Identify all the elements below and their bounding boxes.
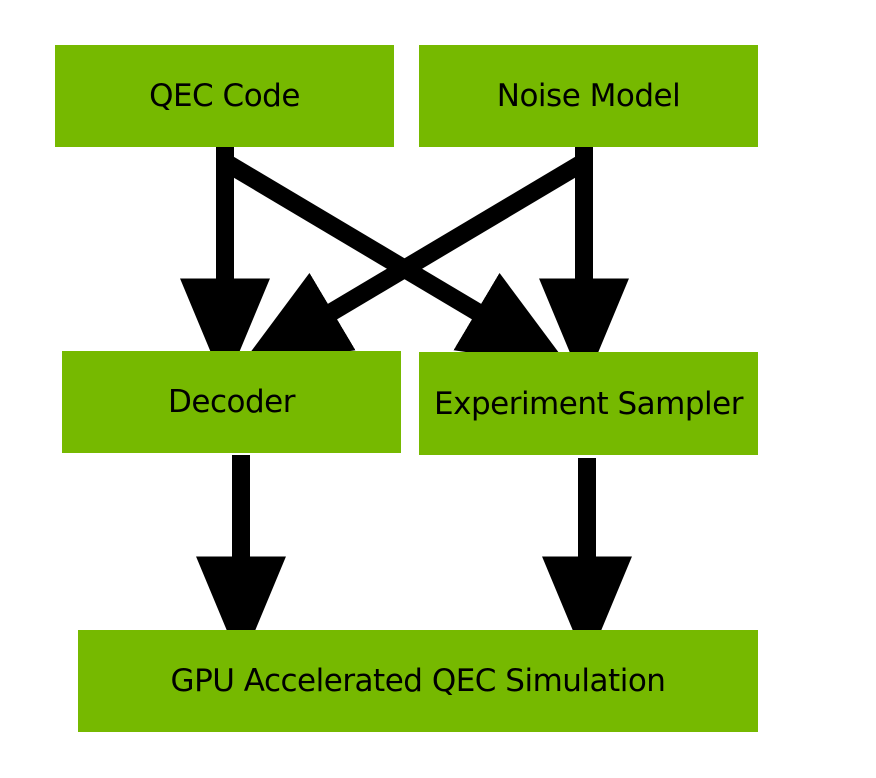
arrow-noise-model-to-decoder bbox=[239, 154, 589, 367]
node-label: QEC Code bbox=[149, 78, 300, 114]
node-label: Noise Model bbox=[496, 78, 681, 114]
node-label: Decoder bbox=[168, 384, 295, 420]
arrow-qec-code-to-experiment-sampler bbox=[220, 154, 570, 367]
node-decoder: Decoder bbox=[62, 351, 401, 453]
node-label: Experiment Sampler bbox=[434, 385, 743, 422]
node-noise-model: Noise Model bbox=[419, 45, 758, 147]
node-gpu-accelerated-qec-simulation: GPU Accelerated QEC Simulation bbox=[78, 630, 758, 732]
node-qec-code: QEC Code bbox=[55, 45, 394, 147]
node-experiment-sampler: Experiment Sampler bbox=[419, 352, 758, 455]
node-label: GPU Accelerated QEC Simulation bbox=[170, 663, 666, 699]
